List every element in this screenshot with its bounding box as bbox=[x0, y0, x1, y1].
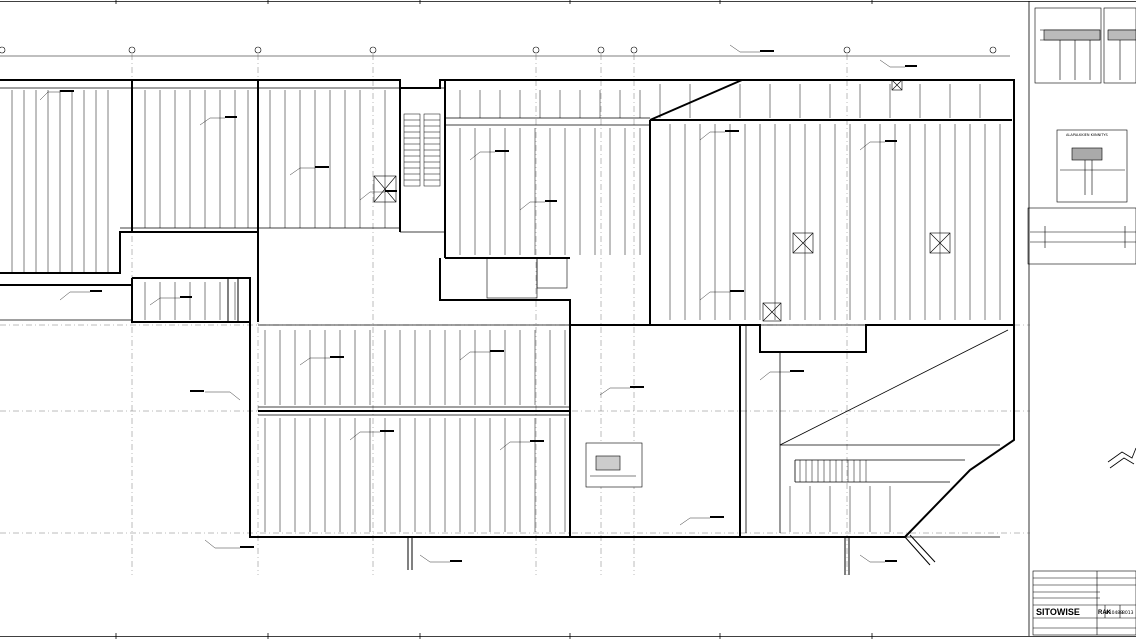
title-block-sheet-no: 8013 bbox=[1122, 610, 1134, 616]
title-block-code: RAK bbox=[1098, 610, 1112, 616]
openings bbox=[373, 79, 951, 322]
title-block-company: SITOWISE bbox=[1036, 607, 1080, 617]
rafters bbox=[11, 84, 1001, 532]
inner-lines bbox=[0, 87, 1014, 538]
dimension-line bbox=[0, 46, 1010, 57]
annotation-text-bars bbox=[60, 50, 917, 562]
north-arrow-icon bbox=[1107, 447, 1136, 469]
detail-wide bbox=[1027, 207, 1136, 265]
section-title: ALAPALKKIEN KIINNITYS bbox=[1066, 133, 1109, 137]
detail-top bbox=[1034, 7, 1136, 84]
stairs bbox=[403, 113, 867, 482]
detail-callout bbox=[585, 442, 643, 488]
grid-lines bbox=[0, 54, 1030, 575]
title-block-project-no: P10488 bbox=[1106, 610, 1123, 616]
title-block bbox=[1032, 570, 1136, 636]
supports bbox=[227, 278, 936, 575]
annotations bbox=[39, 44, 905, 563]
detail-section bbox=[1056, 129, 1128, 203]
